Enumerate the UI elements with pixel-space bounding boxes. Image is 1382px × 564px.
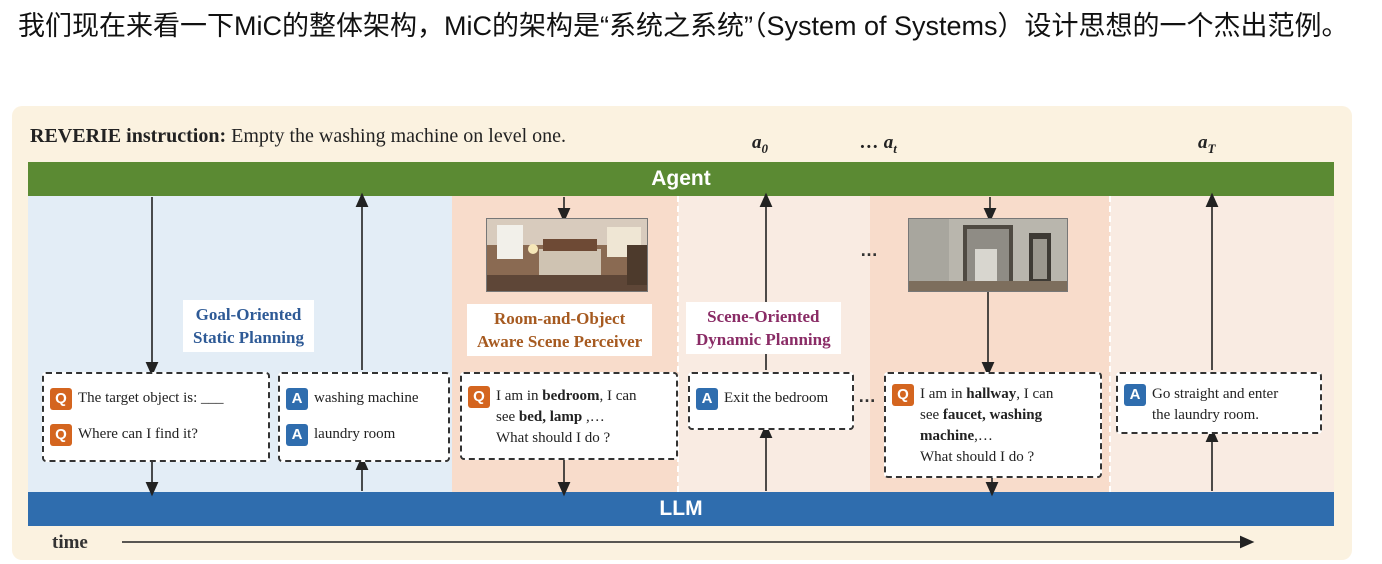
module-dynamic-line-1: Scene-Oriented [707, 307, 820, 326]
bedroom-answer-box: A Exit the bedroom [688, 372, 854, 430]
goal-question-2-text: Where can I find it? [78, 426, 198, 442]
zone-dynamic-2 [1110, 196, 1334, 492]
hallway-question: Q I am in hallway, I can see faucet, was… [892, 384, 1053, 468]
hallway-q-text: , I can [1016, 386, 1054, 402]
action-at-subscript: t [893, 140, 897, 156]
hallway-answer-line-1: Go straight and enter [1152, 386, 1279, 402]
goal-question-1-text: The target object is: ___ [78, 390, 224, 406]
module-goal-oriented-static-planning: Goal-Oriented Static Planning [183, 300, 314, 352]
action-aT-symbol: a [1198, 132, 1208, 153]
action-aT: aT [1198, 132, 1215, 157]
hallway-answer: A Go straight and enter the laundry room… [1124, 384, 1278, 426]
answer-badge: A [696, 388, 718, 410]
ellipsis-middle: … [858, 386, 876, 406]
bedroom-q-text: , I can [599, 388, 637, 404]
goal-answer-1-text: washing machine [314, 390, 419, 406]
ellipsis-top: … [860, 240, 878, 260]
hallway-q-room: hallway [966, 386, 1017, 402]
question-badge: Q [50, 424, 72, 446]
hallway-q-text: ,… [974, 428, 993, 444]
action-aT-subscript: T [1207, 140, 1216, 156]
agent-bar: Agent [28, 162, 1334, 196]
action-at: … at [860, 132, 897, 157]
instruction-prefix: REVERIE instruction: [30, 125, 227, 147]
module-goal-line-1: Goal-Oriented [195, 305, 302, 324]
question-badge: Q [892, 384, 914, 406]
module-scene-oriented-dynamic-planning: Scene-Oriented Dynamic Planning [686, 302, 841, 354]
zone-divider [677, 196, 679, 492]
bedroom-q-question: What should I do ? [496, 430, 611, 446]
goal-question-2: Q Where can I find it? [50, 424, 198, 446]
hallway-q-text: see [920, 407, 943, 423]
bedroom-q-text: ,… [582, 409, 605, 425]
action-a0: a0 [752, 132, 768, 157]
answer-badge: A [1124, 384, 1146, 406]
hallway-q-objects: machine [920, 428, 975, 444]
answer-badge: A [286, 388, 308, 410]
action-a0-symbol: a [752, 132, 762, 153]
hallway-q-question: What should I do ? [920, 449, 1035, 465]
time-label: time [52, 532, 88, 553]
caption-text: 我们现在来看一下MiC的整体架构，MiC的架构是“系统之系统”（System o… [18, 11, 1349, 41]
bedroom-q-text: see [496, 409, 519, 425]
bedroom-q-room: bedroom [542, 388, 600, 404]
zone-divider [1109, 196, 1111, 492]
instruction-text: Empty the washing machine on level one. [226, 125, 567, 147]
hallway-scene-image [908, 218, 1068, 292]
goal-answer-1: A washing machine [286, 388, 419, 410]
bedroom-scene-image [486, 218, 648, 292]
question-badge: Q [50, 388, 72, 410]
hallway-q-text: I am in [920, 386, 967, 402]
bedroom-q-text: I am in [496, 388, 543, 404]
action-a0-subscript: 0 [761, 140, 769, 156]
bedroom-q-objects: bed, lamp [518, 409, 583, 425]
goal-question-box: Q The target object is: ___ Q Where can … [42, 372, 270, 462]
goal-answer-box: A washing machine A laundry room [278, 372, 450, 462]
hallway-answer-box: A Go straight and enter the laundry room… [1116, 372, 1322, 434]
bedroom-question-box: Q I am in bedroom, I can see bed, lamp ,… [460, 372, 678, 460]
module-goal-line-2: Static Planning [193, 328, 304, 347]
question-badge: Q [468, 386, 490, 408]
reverie-instruction: REVERIE instruction: Empty the washing m… [30, 125, 566, 148]
module-room-object-scene-perceiver: Room-and-Object Aware Scene Perceiver [467, 304, 653, 356]
llm-bar: LLM [28, 492, 1334, 526]
bedroom-question: Q I am in bedroom, I can see bed, lamp ,… [468, 386, 637, 449]
goal-question-1: Q The target object is: ___ [50, 388, 224, 410]
goal-answer-2: A laundry room [286, 424, 395, 446]
module-perceiver-line-1: Room-and-Object [493, 309, 626, 328]
module-dynamic-line-2: Dynamic Planning [696, 330, 831, 349]
module-perceiver-line-2: Aware Scene Perceiver [477, 332, 643, 351]
goal-answer-2-text: laundry room [314, 426, 396, 442]
hallway-question-box: Q I am in hallway, I can see faucet, was… [884, 372, 1102, 478]
hallway-answer-line-2: the laundry room. [1152, 407, 1260, 423]
answer-badge: A [286, 424, 308, 446]
bedroom-answer-text: Exit the bedroom [724, 390, 829, 406]
action-at-symbol: … a [860, 132, 894, 153]
hallway-q-objects: faucet, washing [942, 407, 1043, 423]
bedroom-answer: A Exit the bedroom [696, 388, 828, 410]
